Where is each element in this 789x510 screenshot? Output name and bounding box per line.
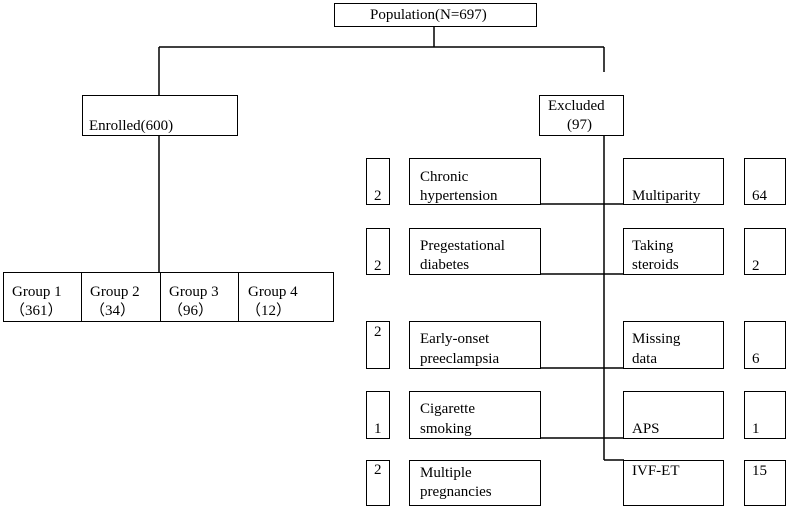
group-count: （34） [90,303,136,319]
left-exclusion-line1: Multiple [420,465,472,481]
left-exclusion-count: 2 [374,258,382,274]
left-exclusion-count: 1 [374,421,382,437]
right-exclusion-label-box [623,158,724,205]
left-exclusion-line2: hypertension [420,188,498,204]
left-exclusion-label-box [409,460,541,506]
left-exclusion-label-box [409,321,541,369]
group-box-4 [238,272,334,322]
excluded-label-line1: Excluded [548,98,605,114]
group-box-2 [81,272,161,322]
enrolled-label: Enrolled(600) [89,118,174,134]
left-exclusion-count-box [366,460,390,506]
left-exclusion-label-box [409,158,541,205]
right-exclusion-count: 64 [752,188,767,204]
population-label: Population(N=697) [370,7,487,23]
right-exclusion-label-box [623,391,724,439]
excluded-label-line2: (97) [567,117,592,133]
group-name: Group 3 [169,284,219,300]
left-exclusion-count: 2 [374,324,382,340]
group-count: （12） [246,303,292,319]
right-exclusion-count: 6 [752,351,760,367]
right-exclusion-count-box [744,391,786,439]
right-exclusion-line1: Missing [632,331,681,347]
right-exclusion-line1: Taking [632,238,674,254]
left-exclusion-count-box [366,228,390,275]
group-count: （361） [10,303,63,319]
right-exclusion-line2: APS [632,421,660,437]
excluded-box [539,95,624,136]
left-exclusion-line2: diabetes [420,257,470,273]
left-exclusion-count: 2 [374,462,382,478]
enrolled-box [82,95,238,136]
left-exclusion-count-box [366,321,390,369]
right-exclusion-line1: IVF-ET [632,463,680,479]
group-box-1 [3,272,82,322]
right-exclusion-line2: data [632,351,657,367]
right-exclusion-count-box [744,228,786,275]
population-box [334,3,537,27]
left-exclusion-line1: Chronic [420,169,469,185]
right-exclusion-count: 1 [752,421,760,437]
right-exclusion-count: 2 [752,258,760,274]
right-exclusion-line2: Multiparity [632,188,701,204]
left-exclusion-line2: preeclampsia [420,351,500,367]
right-exclusion-count-box [744,158,786,205]
right-exclusion-line2: steroids [632,257,679,273]
group-box-3 [160,272,239,322]
left-exclusion-line1: Early-onset [420,331,490,347]
right-exclusion-count-box [744,321,786,369]
group-name: Group 1 [12,284,62,300]
left-exclusion-line1: Pregestational [420,238,505,254]
group-count: （96） [168,303,214,319]
group-name: Group 2 [90,284,140,300]
left-exclusion-count: 2 [374,188,382,204]
left-exclusion-line2: pregnancies [420,484,492,500]
left-exclusion-line1: Cigarette [420,401,475,417]
group-name: Group 4 [248,284,298,300]
left-exclusion-label-box [409,391,541,439]
left-exclusion-count-box [366,158,390,205]
left-exclusion-label-box [409,228,541,275]
right-exclusion-label-box [623,321,724,369]
right-exclusion-count-box [744,460,786,506]
right-exclusion-label-box [623,460,724,506]
right-exclusion-label-box [623,228,724,275]
left-exclusion-count-box [366,391,390,439]
right-exclusion-count: 15 [752,463,767,479]
left-exclusion-line2: smoking [420,421,472,437]
